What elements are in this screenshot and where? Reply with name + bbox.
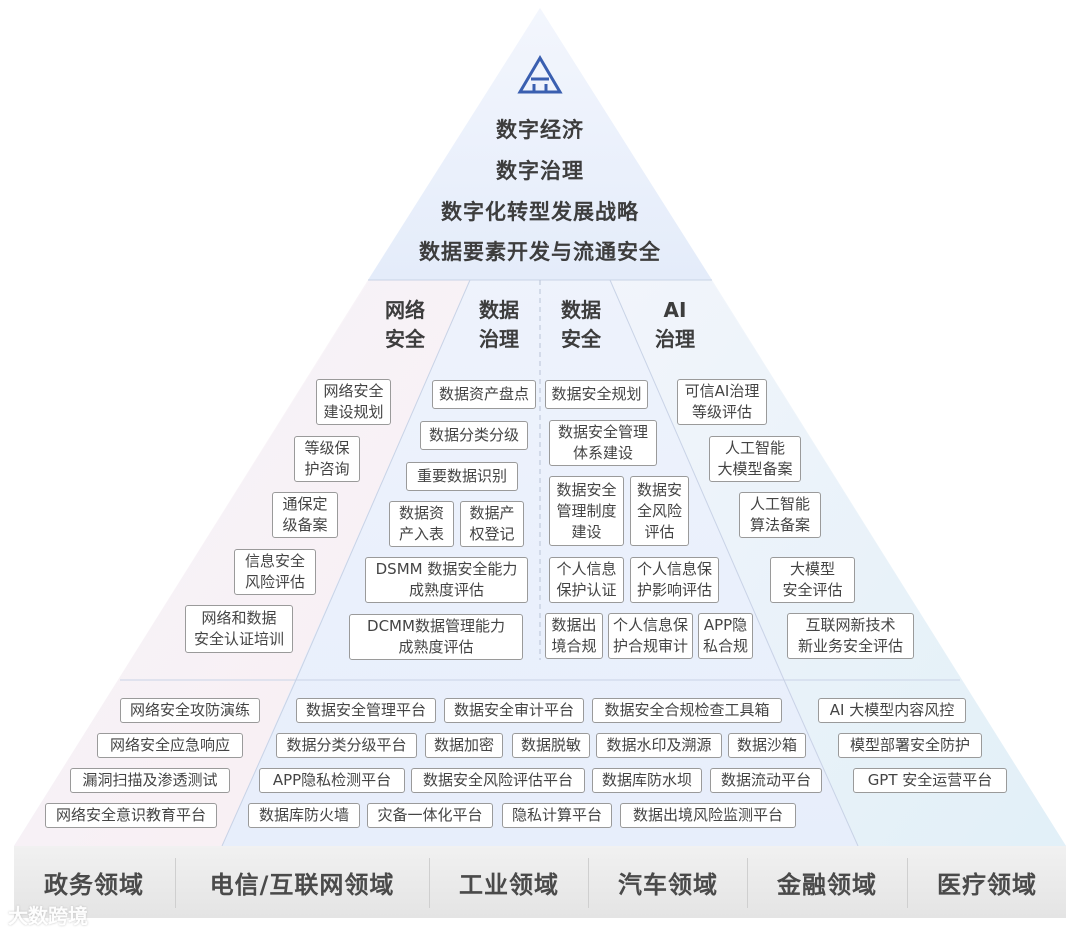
domain-divider [907, 858, 908, 908]
domain-divider [747, 858, 748, 908]
service-box: 可信AI治理 等级评估 [677, 379, 767, 425]
service-box: 网络安全 建设规划 [316, 379, 391, 425]
platform-box: 数据库防火墙 [248, 803, 360, 828]
platform-box: 网络安全意识教育平台 [45, 803, 217, 828]
platform-box: 数据安全风险评估平台 [411, 768, 585, 793]
platform-box: 网络安全攻防演练 [120, 698, 260, 723]
service-box: 数据安全 管理制度 建设 [549, 476, 624, 546]
service-box: 重要数据识别 [406, 462, 518, 491]
platform-box: 数据安全审计平台 [444, 698, 584, 723]
platform-box: 数据流动平台 [710, 768, 822, 793]
platform-box: GPT 安全运营平台 [853, 768, 1007, 793]
service-box: 数据资 产入表 [389, 501, 454, 547]
platform-box: 模型部署安全防护 [838, 733, 982, 758]
platform-box: APP隐私检测平台 [259, 768, 405, 793]
platform-box: 隐私计算平台 [502, 803, 612, 828]
domain-divider [175, 858, 176, 908]
service-box: 数据分类分级 [420, 421, 528, 450]
service-box: 数据产 权登记 [460, 501, 524, 547]
column-title-ai-governance: AI 治理 [655, 298, 695, 351]
service-box: 数据安 全风险 评估 [630, 476, 689, 546]
platform-box: 漏洞扫描及渗透测试 [70, 768, 230, 793]
platform-box: 数据脱敏 [512, 733, 590, 758]
platform-box: 数据出境风险监测平台 [620, 803, 796, 828]
service-box: 人工智能 大模型备案 [709, 436, 801, 482]
domain-bar [14, 846, 1066, 918]
domain-industry: 工业领域 [459, 870, 559, 899]
service-box: DCMM数据管理能力 成熟度评估 [349, 614, 523, 660]
platform-box: 数据沙箱 [728, 733, 806, 758]
watermark: 大数跨境 [8, 904, 88, 928]
service-box: 通保定 级备案 [272, 492, 338, 538]
domain-divider [588, 858, 589, 908]
service-box: 人工智能 算法备案 [739, 492, 821, 538]
service-box: 数据出 境合规 [545, 613, 603, 659]
triangle-logo-icon [517, 55, 563, 94]
domain-government: 政务领域 [44, 870, 144, 899]
service-box: 等级保 护咨询 [294, 436, 360, 482]
column-title-data-governance: 数据 治理 [479, 298, 519, 351]
apex-line-3: 数字化转型发展战略 [441, 200, 639, 224]
domain-telecom-internet: 电信/互联网领域 [209, 870, 395, 899]
service-box: 网络和数据 安全认证培训 [185, 605, 293, 653]
domain-divider [429, 858, 430, 908]
column-title-data-security: 数据 安全 [561, 298, 601, 351]
platform-box: 灾备一体化平台 [367, 803, 493, 828]
column-title-network: 网络 安全 [385, 298, 425, 351]
domain-healthcare: 医疗领域 [937, 870, 1037, 899]
platform-box: 数据安全管理平台 [296, 698, 436, 723]
platform-box: 数据水印及溯源 [596, 733, 722, 758]
service-box: 数据安全规划 [545, 380, 648, 409]
service-box: DSMM 数据安全能力 成熟度评估 [365, 557, 528, 603]
platform-box: 数据分类分级平台 [276, 733, 417, 758]
platform-box: 数据加密 [425, 733, 503, 758]
domain-automotive: 汽车领域 [618, 870, 718, 899]
pyramid-apex [368, 8, 712, 280]
apex-line-4: 数据要素开发与流通安全 [419, 240, 661, 264]
apex-line-2: 数字治理 [496, 159, 584, 183]
service-box: 数据资产盘点 [432, 380, 536, 409]
service-box: 个人信息保 护影响评估 [630, 557, 719, 603]
service-box: 大模型 安全评估 [770, 557, 855, 603]
platform-box: 数据安全合规检查工具箱 [592, 698, 782, 723]
service-box: 互联网新技术 新业务安全评估 [787, 613, 914, 659]
platform-box: 数据库防水坝 [592, 768, 702, 793]
service-box: APP隐 私合规 [698, 613, 753, 659]
service-box: 信息安全 风险评估 [234, 549, 316, 595]
service-box: 个人信息 保护认证 [549, 557, 624, 603]
platform-box: 网络安全应急响应 [97, 733, 243, 758]
platform-box: AI 大模型内容风控 [818, 698, 966, 723]
service-box: 数据安全管理 体系建设 [549, 420, 657, 466]
apex-line-1: 数字经济 [496, 118, 584, 142]
service-box: 个人信息保 护合规审计 [608, 613, 693, 659]
domain-finance: 金融领域 [777, 870, 877, 899]
